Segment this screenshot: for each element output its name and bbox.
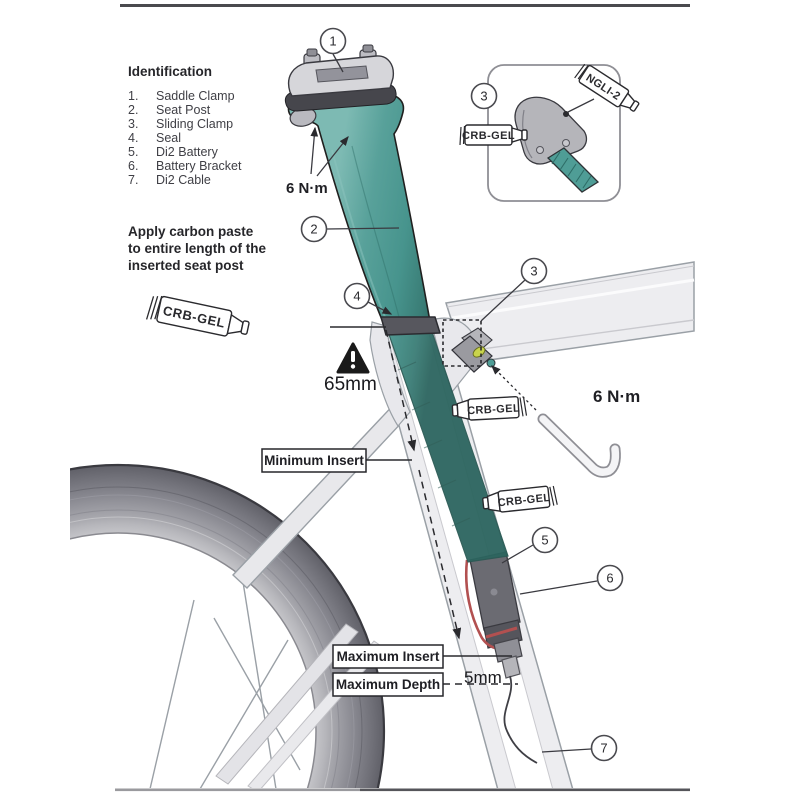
crb-gel-tube-mid: CRB-GEL bbox=[451, 395, 528, 421]
callout-3-inset bbox=[470, 82, 498, 110]
callout-1 bbox=[319, 27, 347, 55]
max-insert-measure-line bbox=[418, 469, 462, 640]
maximum-depth-box bbox=[332, 672, 444, 697]
maximum-insert-box bbox=[332, 644, 444, 669]
svg-text:4: 4 bbox=[353, 289, 360, 304]
top-rule bbox=[120, 4, 690, 7]
identification-title: Identification bbox=[128, 64, 212, 79]
max-gap-value: 5mm bbox=[464, 668, 502, 687]
svg-text:Maximum Insert: Maximum Insert bbox=[337, 649, 440, 664]
svg-text:3: 3 bbox=[530, 264, 537, 279]
sliding-clamp-inset: CRB-GEL NGLI-2 3 bbox=[459, 63, 640, 202]
crb-gel-tube-inset: CRB-GEL bbox=[459, 124, 528, 146]
hex-wrench-icon bbox=[537, 413, 621, 478]
callout-7 bbox=[590, 734, 618, 762]
svg-text:inserted seat post: inserted seat post bbox=[128, 258, 244, 273]
callout-3 bbox=[520, 257, 548, 285]
svg-text:7: 7 bbox=[600, 741, 607, 756]
part-label: Battery Bracket bbox=[156, 159, 242, 173]
spoke-wide-1 bbox=[215, 623, 359, 785]
callout-6 bbox=[596, 564, 624, 592]
rear-wheel bbox=[70, 463, 386, 788]
identification-list: 1. Saddle Clamp 2. Seat Post 3. Sliding … bbox=[128, 89, 242, 187]
di2-battery-group bbox=[464, 551, 538, 764]
torque-arrow-2 bbox=[316, 135, 349, 177]
tire-band bbox=[70, 465, 384, 788]
svg-text:to entire length of the: to entire length of the bbox=[128, 241, 266, 256]
part-label: Sliding Clamp bbox=[156, 117, 233, 131]
minimum-insert-box bbox=[261, 448, 367, 473]
part-label: Di2 Cable bbox=[156, 173, 211, 187]
svg-text:1: 1 bbox=[329, 34, 336, 49]
bottom-rule-left bbox=[115, 788, 360, 792]
callout-5 bbox=[531, 526, 559, 554]
callout-2 bbox=[300, 215, 328, 243]
crb-gel-tube-large: CRB-GEL bbox=[145, 295, 250, 337]
grease-point-dot bbox=[563, 111, 569, 117]
part-num: 2. bbox=[128, 103, 138, 117]
di2-cable bbox=[503, 675, 538, 764]
clamp-focus-dashed-box bbox=[442, 319, 482, 367]
ngli-2-tube: NGLI-2 bbox=[574, 63, 640, 112]
clamp-threaded-bolt bbox=[546, 147, 600, 193]
part-num: 7. bbox=[128, 173, 138, 187]
torque-label-top: 6 N·m bbox=[286, 180, 328, 197]
sliding-clamp-in-frame bbox=[451, 327, 496, 373]
junction-left bbox=[369, 321, 411, 428]
part-num: 5. bbox=[128, 145, 138, 159]
svg-text:5: 5 bbox=[541, 533, 548, 548]
min-insert-measure-line bbox=[385, 329, 417, 452]
min-exposure-value: 65mm bbox=[324, 374, 377, 395]
svg-text:CRB-GEL: CRB-GEL bbox=[497, 492, 551, 509]
part-num: 3. bbox=[128, 117, 138, 131]
svg-text:Apply carbon paste: Apply carbon paste bbox=[128, 224, 254, 239]
part-label: Di2 Battery bbox=[156, 145, 219, 159]
saddle-clamp bbox=[284, 44, 397, 112]
part-num: 4. bbox=[128, 131, 138, 145]
part-num: 1. bbox=[128, 89, 138, 103]
part-label: Seal bbox=[156, 131, 181, 145]
seal bbox=[380, 316, 441, 336]
svg-text:6: 6 bbox=[606, 571, 613, 586]
torque-label-clamp: 6 N·m bbox=[593, 387, 640, 406]
bottom-rule-right bbox=[360, 788, 690, 792]
svg-text:3: 3 bbox=[480, 89, 487, 104]
crb-gel-tube-lower: CRB-GEL bbox=[482, 485, 558, 513]
top-tube bbox=[445, 261, 695, 364]
part-label: Seat Post bbox=[156, 103, 211, 117]
part-label: Saddle Clamp bbox=[156, 89, 235, 103]
svg-text:CRB-GEL: CRB-GEL bbox=[462, 130, 515, 142]
spokes bbox=[149, 581, 301, 788]
carbon-paste-note: Apply carbon paste to entire length of t… bbox=[128, 224, 266, 273]
callout-4 bbox=[343, 282, 371, 310]
svg-text:2: 2 bbox=[310, 222, 317, 237]
wrench-leader bbox=[491, 365, 537, 411]
part-num: 6. bbox=[128, 159, 138, 173]
svg-text:Minimum Insert: Minimum Insert bbox=[264, 453, 364, 468]
svg-text:Maximum Depth: Maximum Depth bbox=[336, 677, 440, 692]
svg-text:CRB-GEL: CRB-GEL bbox=[467, 402, 520, 417]
torque-arrow-1 bbox=[310, 126, 319, 175]
